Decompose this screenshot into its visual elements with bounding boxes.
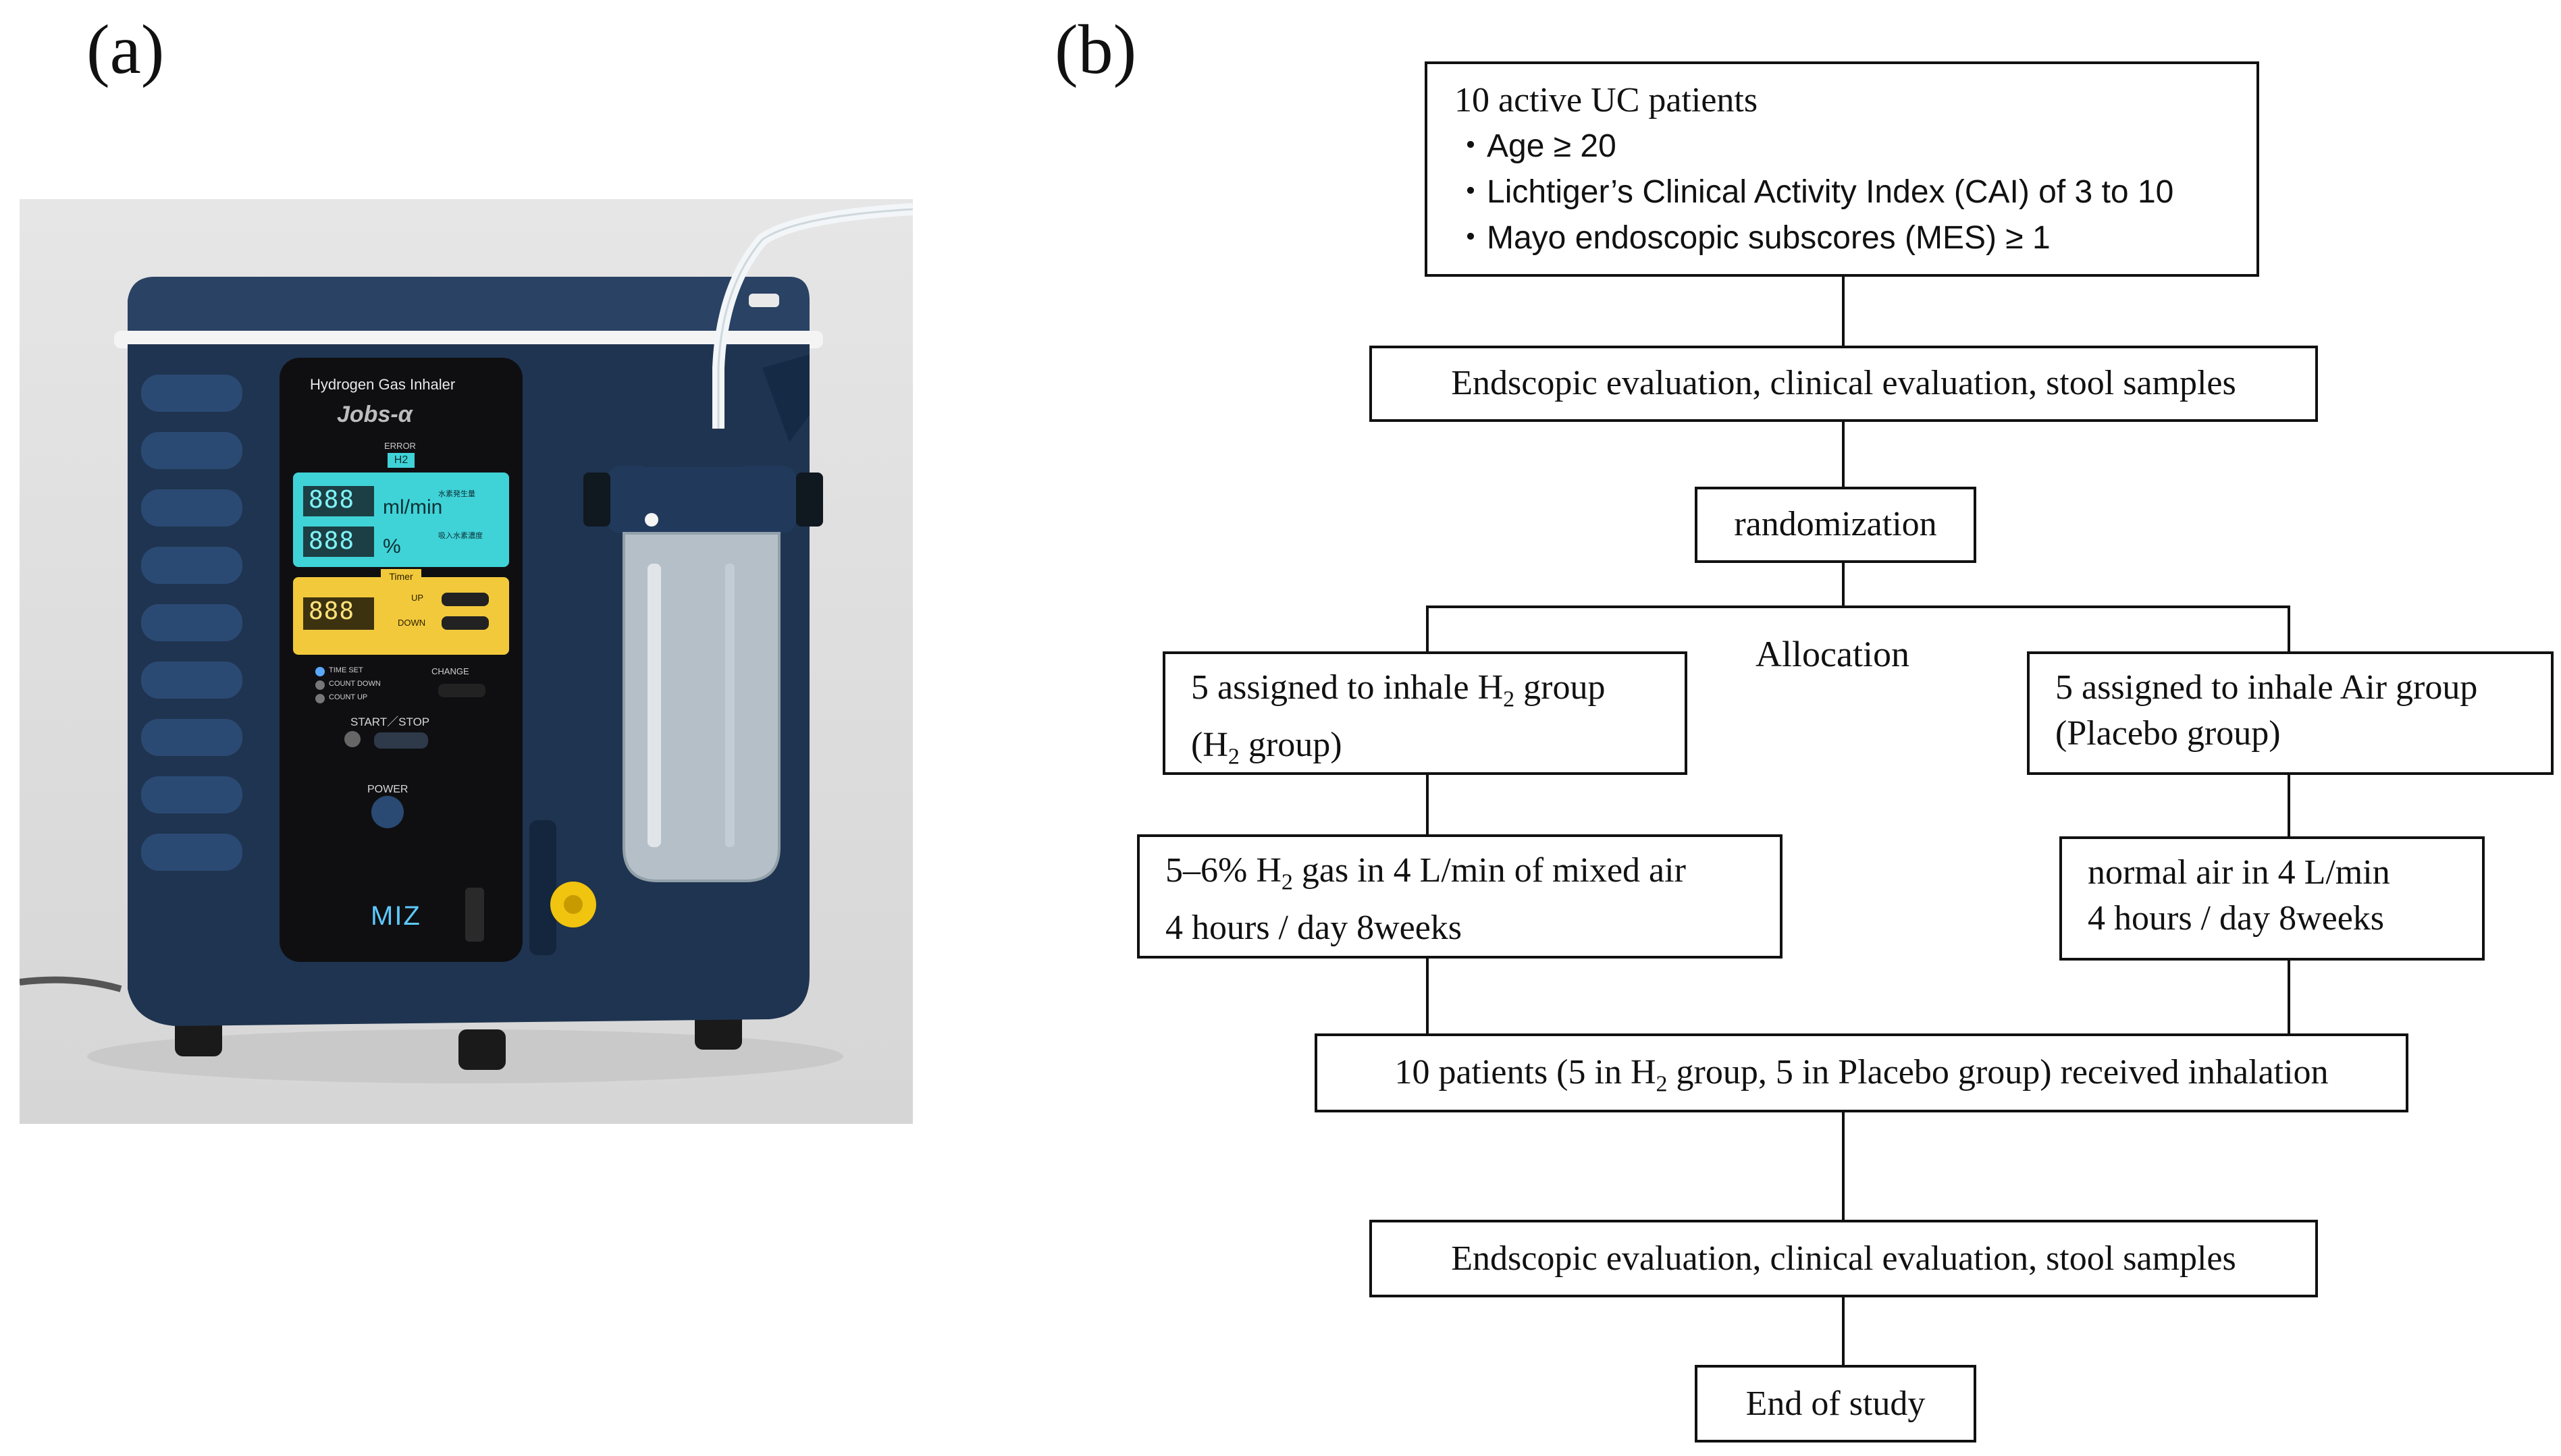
h2-group-line1: 5 assigned to inhale H2 group (1191, 668, 1606, 712)
connector-h2-received (1426, 956, 1429, 1035)
power-label: POWER (367, 784, 408, 795)
hydrogen-inhaler-illustration (20, 203, 913, 1083)
brand-logo: MIZ (371, 901, 421, 931)
device-model: Jobs-α (337, 402, 413, 427)
device-title: Hydrogen Gas Inhaler (310, 376, 456, 393)
box-air-group: 5 assigned to inhale Air group (Placebo … (2027, 651, 2554, 775)
air-regimen-line1: normal air in 4 L/min (2088, 853, 2390, 892)
panel-label-b: (b) (1055, 11, 1137, 88)
box-eligible-patients: 10 active UC patients ・Age ≥ 20 ・Lichtig… (1425, 61, 2259, 277)
connector-eval-end (1842, 1296, 1845, 1367)
device-error-label: ERROR (384, 441, 416, 451)
baseline-evaluation-text: Endscopic evaluation, clinical evaluatio… (1451, 364, 2236, 402)
connector-start-eval (1842, 277, 1845, 348)
timer-digits: 888 (309, 597, 355, 625)
air-group-line2: (Placebo group) (2055, 714, 2281, 753)
device-photo: Hydrogen Gas Inhaler Jobs-α ERROR H2 888… (20, 199, 913, 1124)
allocation-label: Allocation (1755, 634, 1909, 674)
received-inhalation-text: 10 patients (5 in H2 group, 5 in Placebo… (1394, 1053, 2329, 1097)
display-percent-unit: % (383, 535, 401, 558)
connector-air-regimen (2288, 773, 2290, 837)
device-h2-badge: H2 (388, 453, 415, 468)
mode-count-down: COUNT DOWN (329, 680, 381, 688)
timer-up-label: UP (411, 593, 424, 603)
timer-label: Timer (381, 569, 421, 584)
box-air-regimen: normal air in 4 L/min 4 hours / day 8wee… (2059, 836, 2485, 961)
connector-random-split (1842, 561, 1845, 607)
h2-regimen-line2: 4 hours / day 8weeks (1165, 909, 1462, 948)
box-followup-evaluation: Endscopic evaluation, clinical evaluatio… (1369, 1220, 2318, 1297)
end-of-study-text: End of study (1745, 1384, 1926, 1423)
criterion-cai: ・Lichtiger’s Clinical Activity Index (CA… (1454, 174, 2174, 210)
box-received-inhalation: 10 patients (5 in H2 group, 5 in Placebo… (1315, 1033, 2408, 1112)
connector-air-received (2288, 960, 2290, 1035)
display-flow-jp: 水素発生量 (438, 490, 475, 498)
timer-down-label: DOWN (398, 618, 426, 628)
connector-h2-regimen (1426, 773, 1429, 836)
connector-received-eval (1842, 1111, 1845, 1221)
box-h2-group: 5 assigned to inhale H2 group (H2 group) (1163, 651, 1687, 775)
change-label: CHANGE (431, 666, 469, 676)
display-percent-jp: 吸入水素濃度 (438, 532, 483, 540)
criterion-mes: ・Mayo endoscopic subscores (MES) ≥ 1 (1454, 220, 2051, 256)
box-end-of-study: End of study (1695, 1365, 1976, 1442)
mode-time-set: TIME SET (329, 666, 363, 674)
box-baseline-evaluation: Endscopic evaluation, clinical evaluatio… (1369, 346, 2318, 422)
display-flow-digits: 888 (309, 486, 355, 514)
h2-group-line2: (H2 group) (1191, 726, 1342, 770)
connector-split-right (2288, 605, 2290, 653)
randomization-text: randomization (1734, 505, 1937, 543)
h2-regimen-line1: 5–6% H2 gas in 4 L/min of mixed air (1165, 851, 1686, 895)
air-regimen-line2: 4 hours / day 8weeks (2088, 899, 2385, 938)
panel-label-a: (a) (86, 11, 165, 88)
followup-evaluation-text: Endscopic evaluation, clinical evaluatio… (1451, 1239, 2236, 1278)
connector-eval-random (1842, 420, 1845, 489)
air-group-line1: 5 assigned to inhale Air group (2055, 668, 2478, 707)
box-h2-regimen: 5–6% H2 gas in 4 L/min of mixed air 4 ho… (1137, 834, 1783, 959)
eligible-title: 10 active UC patients (1454, 81, 1758, 119)
display-percent-digits: 888 (309, 527, 355, 555)
connector-split-horizontal (1426, 605, 2290, 608)
start-stop-label: START／STOP (350, 716, 430, 728)
criterion-age: ・Age ≥ 20 (1454, 128, 1616, 164)
mode-count-up: COUNT UP (329, 693, 368, 701)
box-randomization: randomization (1695, 487, 1976, 563)
display-flow-unit: ml/min (383, 496, 443, 518)
connector-split-left (1426, 605, 1429, 653)
